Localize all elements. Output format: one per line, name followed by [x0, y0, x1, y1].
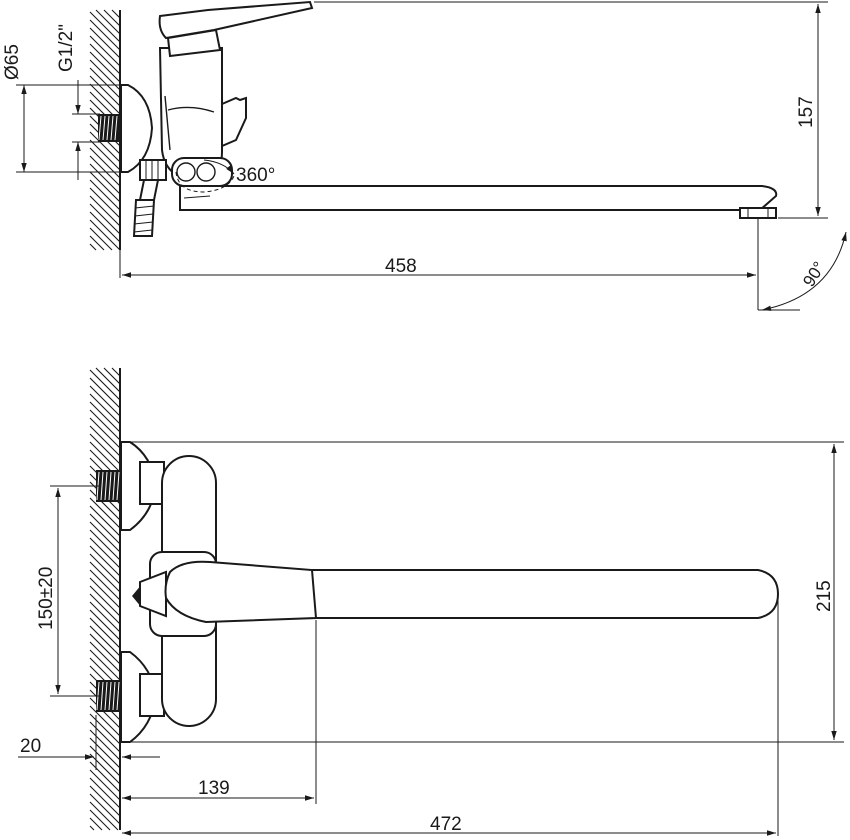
handle-lever-top — [158, 0, 314, 58]
spout-top — [179, 185, 778, 219]
swivel-collar-top — [171, 157, 233, 187]
inlet-thread-top — [98, 114, 120, 142]
side-elevation-view: Ø65 G1/2" 360° 157 458 — [2, 0, 847, 311]
dimension-overall-length: 472 — [122, 600, 779, 836]
plan-view: 150±20 215 20 139 472 — [18, 367, 844, 836]
dimension-thread-size: G1/2" — [56, 24, 100, 180]
spout-bottom — [209, 569, 780, 619]
dimension-rotation: 360° — [175, 159, 275, 193]
mixer-body-top — [158, 47, 223, 177]
dimension-swivel-angle: 90° — [758, 231, 847, 311]
dimension-overall-height: 215 — [122, 441, 844, 743]
inlet-thread-upper — [96, 470, 120, 502]
eccentric-connector-lower — [120, 651, 165, 743]
label-swivel-angle: 90° — [799, 258, 829, 290]
wall-flange-top — [120, 84, 154, 173]
label-handle-reach: 139 — [198, 778, 230, 799]
label-overall-length: 472 — [430, 814, 462, 835]
dimension-diameter-flange: Ø65 — [2, 44, 124, 173]
hose-outlet-top — [132, 159, 167, 237]
label-spout-length-top: 458 — [385, 256, 417, 277]
wall-hatching-bottom — [89, 367, 121, 831]
label-thread-size: G1/2" — [56, 24, 77, 72]
wall-bottom — [89, 367, 121, 831]
hose-outlet-bottom — [132, 570, 167, 618]
dimension-height-top: 157 — [314, 1, 828, 219]
dimension-wall-offset: 20 — [18, 715, 160, 770]
label-wall-offset: 20 — [20, 736, 41, 757]
label-overall-height: 215 — [814, 580, 835, 612]
dimension-handle-reach: 139 — [122, 620, 317, 804]
label-diameter-flange: Ø65 — [2, 44, 23, 80]
dimension-spout-length-top: 458 — [119, 218, 759, 310]
label-inlet-spacing: 150±20 — [36, 567, 57, 630]
label-height-top: 157 — [796, 96, 817, 128]
label-rotation: 360° — [236, 165, 275, 186]
diverter-knob-top — [221, 96, 247, 148]
eccentric-connector-upper — [120, 441, 165, 531]
handle-lever-bottom — [164, 560, 318, 624]
dimension-inlet-spacing: 150±20 — [36, 485, 100, 697]
